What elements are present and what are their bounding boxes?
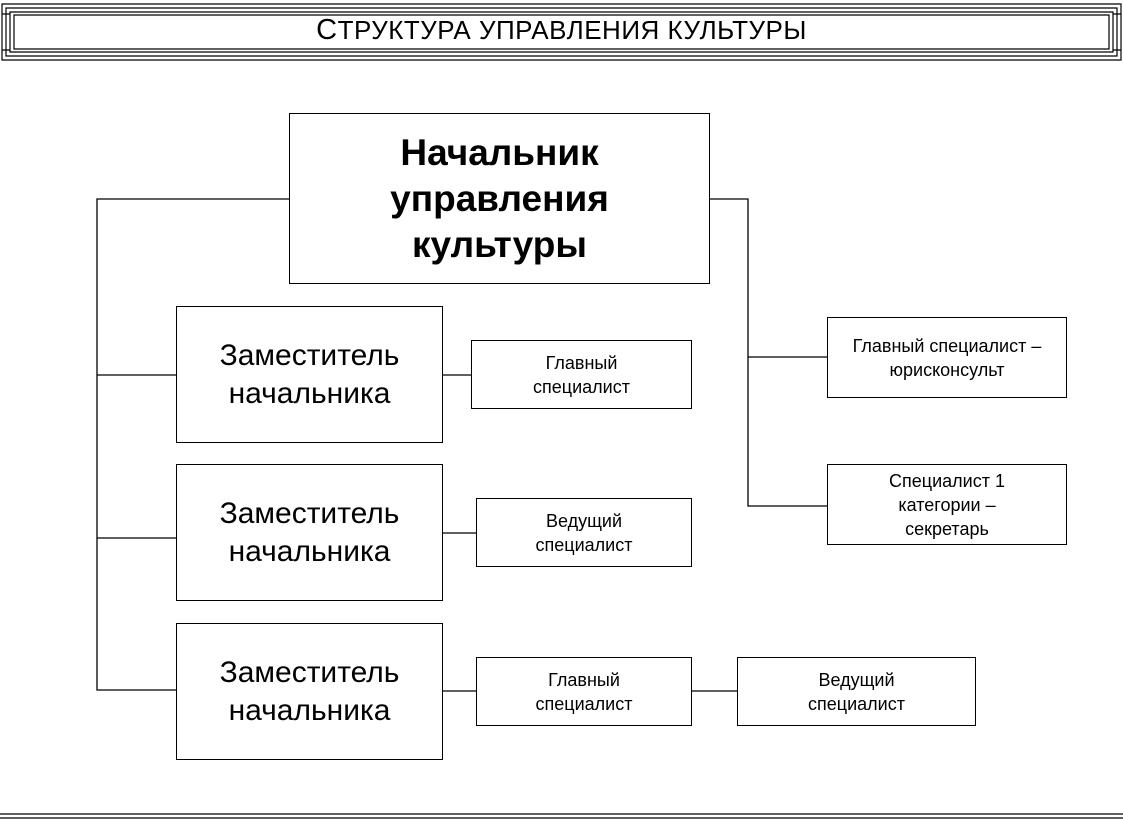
d1-main-specialist-box: Главный специалист	[471, 340, 692, 409]
right-trunk-line	[710, 198, 827, 507]
d2-lead-line-2: специалист	[535, 534, 633, 555]
chief-box: Начальник управления культуры	[289, 113, 710, 284]
deputy-box-3: Заместитель начальника	[176, 623, 443, 760]
d1-main-line-2: специалист	[533, 376, 630, 397]
d2-lead-line-1: Ведущий	[545, 510, 623, 531]
page-title: СТРУКТУРА УПРАВЛЕНИЯ КУЛЬТУРЫ	[316, 14, 807, 46]
secretary-line-2: категории –	[898, 494, 996, 515]
chief-line-3: культуры	[412, 223, 587, 265]
d3-lead-specialist-box: Ведущий специалист	[737, 657, 976, 726]
title-banner: СТРУКТУРА УПРАВЛЕНИЯ КУЛЬТУРЫ	[0, 0, 1123, 64]
secretary-line-1: Специалист 1	[889, 470, 1005, 491]
deputy-2-line-2: начальника	[228, 534, 391, 568]
deputy-box-1: Заместитель начальника	[176, 306, 443, 443]
d3-lead-line-1: Ведущий	[818, 669, 895, 690]
d1-main-line-1: Главный	[545, 352, 618, 373]
left-trunk-line	[96, 198, 289, 691]
secretary-line-3: секретарь	[905, 518, 989, 539]
deputy-3-line-1: Заместитель	[219, 655, 400, 689]
d3-main-line-1: Главный	[548, 669, 620, 690]
d3-lead-line-2: специалист	[808, 693, 905, 714]
legal-line-2: юрисконсульт	[889, 359, 1005, 380]
deputy-2-line-1: Заместитель	[219, 496, 400, 530]
chief-line-1: Начальник	[400, 131, 599, 173]
legal-advisor-box: Главный специалист – юрисконсульт	[827, 317, 1067, 398]
banner-frame	[1, 3, 1122, 61]
bottom-rule	[0, 813, 1123, 819]
d3-main-specialist-box: Главный специалист	[476, 657, 692, 726]
deputy-3-line-2: начальника	[228, 693, 391, 727]
chief-line-2: управления	[390, 177, 609, 219]
deputy-box-2: Заместитель начальника	[176, 464, 443, 601]
deputy-1-line-2: начальника	[228, 376, 391, 410]
secretary-box: Специалист 1 категории – секретарь	[827, 464, 1067, 545]
legal-line-1: Главный специалист –	[852, 335, 1042, 356]
d3-main-line-2: специалист	[535, 693, 633, 714]
d2-lead-specialist-box: Ведущий специалист	[476, 498, 692, 567]
deputy-1-line-1: Заместитель	[219, 338, 400, 372]
